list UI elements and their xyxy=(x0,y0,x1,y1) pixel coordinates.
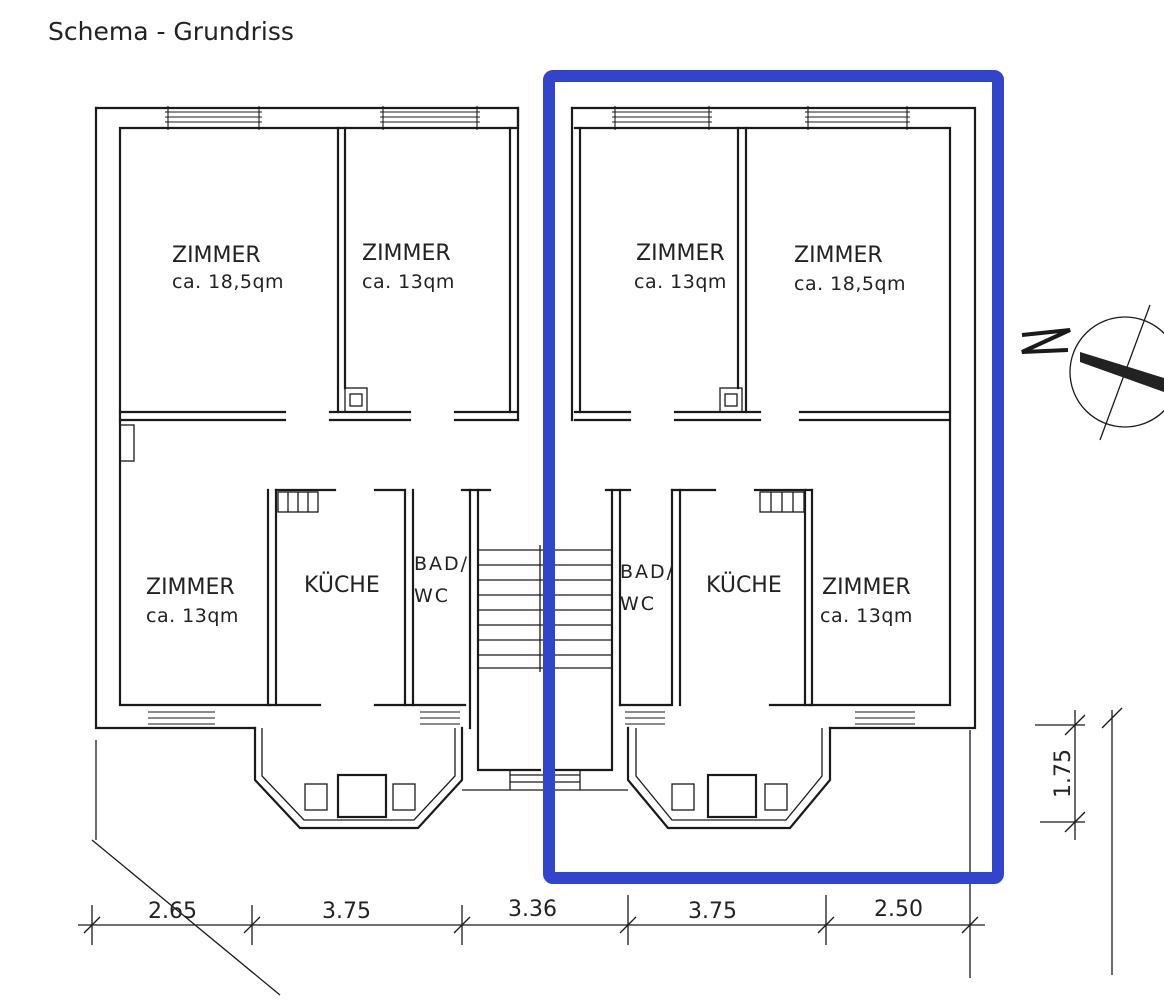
dimension-lines: 2.65 3.75 3.36 3.75 2.50 1.75 xyxy=(78,707,1123,996)
room-name: ZIMMER xyxy=(822,575,911,600)
dimension-label: 3.75 xyxy=(688,899,737,924)
right-unit-walls xyxy=(573,126,952,830)
room-area: ca. 13qm xyxy=(362,271,455,293)
room-name: BAD/ xyxy=(414,553,469,575)
room-name: ZIMMER xyxy=(146,575,235,600)
highlighted-unit-frame xyxy=(543,70,1004,884)
room-name: WC xyxy=(620,593,656,615)
left-unit-walls xyxy=(118,126,520,830)
dimension-label: 2.50 xyxy=(874,897,923,922)
room-name: KÜCHE xyxy=(706,572,782,598)
room-name: WC xyxy=(414,585,450,607)
north-arrow-needle-icon xyxy=(1080,352,1164,392)
dimension-label: 2.65 xyxy=(148,899,197,924)
outer-walls xyxy=(94,106,977,730)
room-name: ZIMMER xyxy=(794,243,883,268)
room-name: ZIMMER xyxy=(172,243,261,268)
room-name: BAD/ xyxy=(620,561,675,583)
dimension-label: 1.75 xyxy=(1051,749,1076,798)
room-labels-right: ZIMMER ca. 13qm ZIMMER ca. 18,5qm BAD/ W… xyxy=(620,241,913,627)
windows-top xyxy=(165,106,910,130)
room-name: ZIMMER xyxy=(362,241,451,266)
room-area: ca. 13qm xyxy=(634,271,727,293)
room-name: KÜCHE xyxy=(304,572,380,598)
room-area: ca. 13qm xyxy=(820,605,913,627)
room-area: ca. 18,5qm xyxy=(172,271,284,293)
dimension-label: 3.36 xyxy=(508,897,557,922)
room-area: ca. 13qm xyxy=(146,605,239,627)
north-arrow xyxy=(1021,304,1164,441)
north-n-icon xyxy=(1021,328,1071,354)
dimension-label: 3.75 xyxy=(322,899,371,924)
page-title: Schema - Grundriss xyxy=(48,17,294,46)
room-name: ZIMMER xyxy=(636,241,725,266)
room-area: ca. 18,5qm xyxy=(794,273,906,295)
room-labels-left: ZIMMER ca. 18,5qm ZIMMER ca. 13qm ZIMMER… xyxy=(146,241,469,627)
